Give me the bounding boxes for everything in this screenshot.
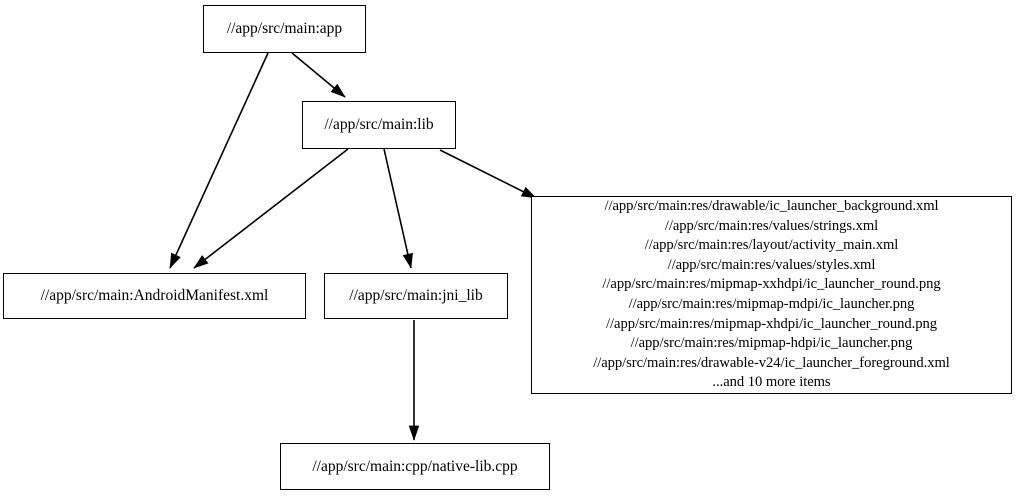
graph-node-app[interactable]: //app/src/main:app — [203, 5, 366, 53]
edge-app-to-lib — [291, 52, 346, 98]
edge-app-to-manifest — [169, 52, 269, 269]
graph-node-jni-lib[interactable]: //app/src/main:jni_lib — [324, 273, 508, 319]
graph-node-lib[interactable]: //app/src/main:lib — [302, 101, 456, 149]
graph-node-jni-lib-label: //app/src/main:jni_lib — [349, 287, 483, 305]
edge-lib-to-resources — [439, 149, 537, 199]
edge-lib-to-jni-lib — [383, 148, 413, 269]
graph-node-app-label: //app/src/main:app — [226, 20, 343, 38]
graph-node-native-lib-cpp-label: //app/src/main:cpp/native-lib.cpp — [312, 457, 518, 475]
graph-node-resources[interactable]: //app/src/main:res/drawable/ic_launcher_… — [531, 196, 1012, 394]
graph-node-resources-label: //app/src/main:res/drawable/ic_launcher_… — [593, 198, 950, 391]
graph-node-lib-label: //app/src/main:lib — [324, 116, 434, 134]
graph-node-android-manifest[interactable]: //app/src/main:AndroidManifest.xml — [3, 273, 306, 319]
graph-node-android-manifest-label: //app/src/main:AndroidManifest.xml — [40, 287, 269, 305]
graph-node-native-lib-cpp[interactable]: //app/src/main:cpp/native-lib.cpp — [280, 443, 550, 490]
edge-lib-to-manifest — [193, 148, 349, 269]
